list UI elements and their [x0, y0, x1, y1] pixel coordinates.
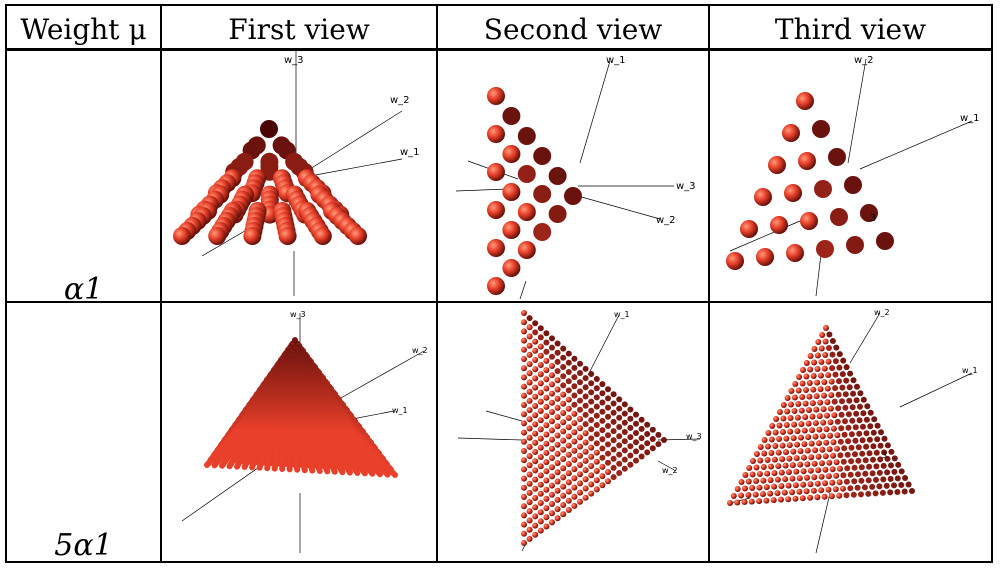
- sphere: [876, 232, 894, 250]
- header-third-view: Third view: [774, 12, 927, 46]
- axis-line: [309, 158, 403, 177]
- col-rule-2: [436, 4, 438, 563]
- axis-label: w_2: [390, 95, 410, 106]
- cell-r0-v1: w_1 w_3 w_2: [438, 51, 708, 301]
- sphere: [548, 167, 567, 185]
- sphere: [768, 156, 786, 174]
- axis-line: [331, 350, 425, 404]
- axis-line: [579, 60, 611, 164]
- header-weight: Weight μ: [20, 12, 147, 46]
- pyramid-plot: w_3 w_2 w_1: [173, 51, 420, 296]
- pyramid-plot: w_3w_2w_1: [181, 310, 428, 553]
- sphere: [173, 227, 191, 245]
- axis-label: w_2: [656, 215, 676, 226]
- sphere: [812, 120, 830, 138]
- sphere: [517, 203, 536, 221]
- sphere: [487, 125, 505, 143]
- axis-label: 3: [870, 213, 876, 224]
- sphere: [502, 145, 521, 163]
- sphere: [828, 148, 846, 166]
- sphere: [796, 92, 814, 110]
- sphere-lattice: [487, 87, 582, 295]
- sphere: [786, 244, 804, 262]
- axis-line: [729, 220, 801, 252]
- top-rule: [5, 4, 993, 6]
- axis-line: [181, 464, 263, 522]
- sphere: [502, 107, 521, 125]
- sphere: [349, 227, 367, 245]
- sphere: [770, 216, 788, 234]
- bottom-rule: [5, 561, 993, 563]
- header-second-view: Second view: [483, 12, 663, 46]
- sphere-lattice: [173, 120, 367, 245]
- sphere: [784, 184, 802, 202]
- sphere: [533, 185, 552, 203]
- sphere: [726, 252, 744, 270]
- sphere: [844, 176, 862, 194]
- pyramid-plot: w_2 w_1 3: [726, 55, 980, 297]
- row-label-alpha1: α1: [63, 272, 104, 307]
- sphere: [502, 183, 521, 201]
- axis-label: w_3: [284, 55, 304, 66]
- header-rule: [5, 48, 993, 51]
- row-divider: [5, 301, 993, 303]
- sphere: [278, 227, 297, 245]
- sphere: [564, 187, 582, 205]
- sphere: [502, 221, 521, 239]
- sphere: [756, 248, 774, 266]
- sphere: [548, 205, 567, 223]
- sphere: [208, 227, 227, 245]
- sphere: [533, 147, 552, 165]
- col-rule-3: [708, 4, 710, 563]
- sphere: [798, 152, 816, 170]
- sphere: [502, 259, 521, 277]
- results-table: Weight μ First view Second view Third vi…: [5, 4, 993, 563]
- header-first-view: First view: [228, 12, 370, 46]
- sphere: [260, 120, 278, 138]
- sphere: [517, 165, 536, 183]
- sphere: [487, 201, 505, 219]
- pyramid-plot: w_1 w_3 w_2: [455, 55, 696, 300]
- axis-line: [309, 110, 403, 170]
- sphere: [517, 241, 536, 259]
- cell-r0-v2: w_2 w_1 3: [710, 51, 991, 301]
- axis-label: w_1: [960, 113, 980, 124]
- sphere: [782, 124, 800, 142]
- sphere: [830, 208, 848, 226]
- sphere: [487, 87, 505, 105]
- row-label-5alpha1: 5α1: [54, 528, 113, 563]
- sphere: [816, 240, 834, 258]
- col-rule-0: [5, 4, 7, 563]
- col-rule-4: [991, 4, 993, 563]
- sphere-lattice: [204, 337, 398, 478]
- col-rule-1: [160, 4, 162, 563]
- sphere: [533, 223, 552, 241]
- sphere: [800, 212, 818, 230]
- sphere: [517, 127, 536, 145]
- axis-label: w_1: [400, 147, 420, 158]
- sphere: [487, 277, 505, 295]
- axis-label: w_3: [676, 181, 696, 192]
- sphere: [846, 236, 864, 254]
- sphere-lattice: [726, 92, 894, 270]
- axis-line: [519, 280, 527, 300]
- sphere: [313, 227, 332, 245]
- cell-r0-v0: w_3 w_2 w_1: [162, 51, 436, 301]
- sphere: [487, 163, 505, 181]
- axis-line: [577, 195, 661, 220]
- sphere: [754, 188, 772, 206]
- axis-line: [859, 120, 973, 170]
- sphere: [243, 227, 262, 245]
- sphere: [487, 239, 505, 257]
- axis-line: [455, 188, 509, 192]
- sphere: [740, 220, 758, 238]
- axis-line: [847, 58, 867, 164]
- sphere: [860, 204, 878, 222]
- axis-label: w_2: [854, 55, 874, 66]
- sphere: [814, 180, 832, 198]
- axis-label: w_1: [606, 55, 626, 66]
